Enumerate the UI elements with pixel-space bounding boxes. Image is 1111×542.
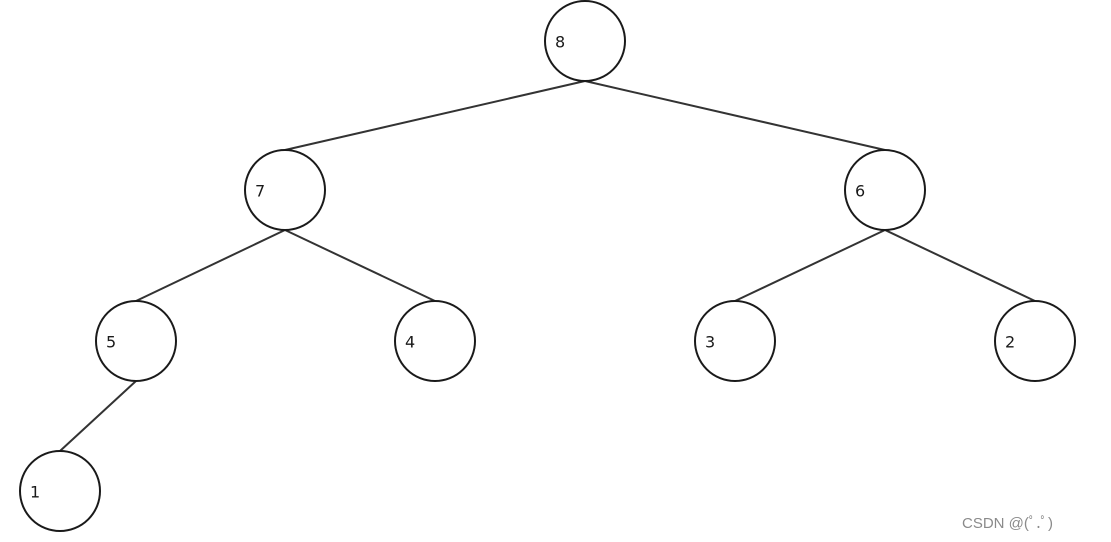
node-label: 5 [106,333,116,352]
tree-node-7: 7 [244,149,326,231]
tree-node-5: 5 [95,300,177,382]
node-circle [244,149,326,231]
node-circle [994,300,1076,382]
tree-node-6: 6 [844,149,926,231]
node-label: 4 [405,333,415,352]
node-label: 8 [555,33,565,52]
watermark-text: CSDN @(ﾟ.ﾟ) [962,515,1054,532]
edge-n8-n6 [584,80,886,151]
node-label: 3 [705,333,715,352]
node-circle [694,300,776,382]
edge-n5-n1 [59,380,137,452]
tree-node-4: 4 [394,300,476,382]
edge-n7-n4 [284,229,436,302]
tree-node-2: 2 [994,300,1076,382]
tree-node-8: 8 [544,0,626,82]
node-label: 2 [1005,333,1015,352]
edge-n8-n7 [284,80,586,151]
node-label: 1 [30,483,40,502]
node-circle [95,300,177,382]
node-label: 6 [855,182,865,201]
tree-node-3: 3 [694,300,776,382]
node-circle [394,300,476,382]
node-circle [19,450,101,532]
tree-node-1: 1 [19,450,101,532]
nodes-layer: 8 7 6 5 4 3 2 1 [19,0,1076,532]
edge-n6-n2 [884,229,1036,302]
node-label: 7 [255,182,265,201]
edge-n7-n5 [135,229,286,302]
node-circle [544,0,626,82]
edge-n6-n3 [734,229,886,302]
edges-layer [59,80,1036,452]
node-circle [844,149,926,231]
